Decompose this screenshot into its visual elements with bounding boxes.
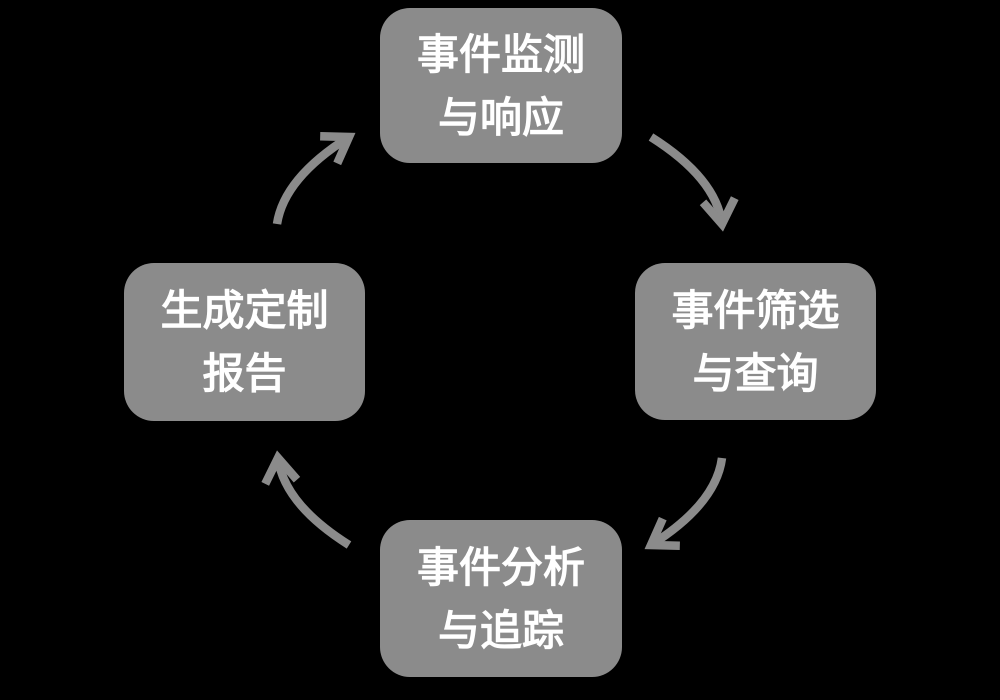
- arrow-report-to-monitoring: [272, 132, 356, 225]
- node-custom-report: 生成定制 报告: [124, 263, 365, 421]
- node-label-line1: 事件监测: [416, 30, 585, 78]
- node-filter-query: 事件筛选 与查询: [635, 263, 876, 420]
- node-label-line2: 与响应: [437, 93, 564, 141]
- node-label-line2: 与查询: [692, 349, 819, 397]
- arrow-analysis-to-report: [261, 450, 352, 549]
- node-analysis-tracking: 事件分析 与追踪: [380, 520, 622, 677]
- arrow-monitoring-to-filter: [648, 133, 739, 232]
- node-label-line2: 报告: [202, 350, 287, 397]
- node-label-line1: 事件分析: [416, 543, 585, 591]
- node-label-line1: 生成定制: [160, 287, 329, 334]
- arrow-filter-to-analysis: [644, 457, 727, 550]
- node-label-line2: 与追踪: [437, 606, 564, 654]
- node-label-line1: 事件筛选: [671, 286, 840, 334]
- node-monitoring-response: 事件监测 与响应: [380, 8, 622, 163]
